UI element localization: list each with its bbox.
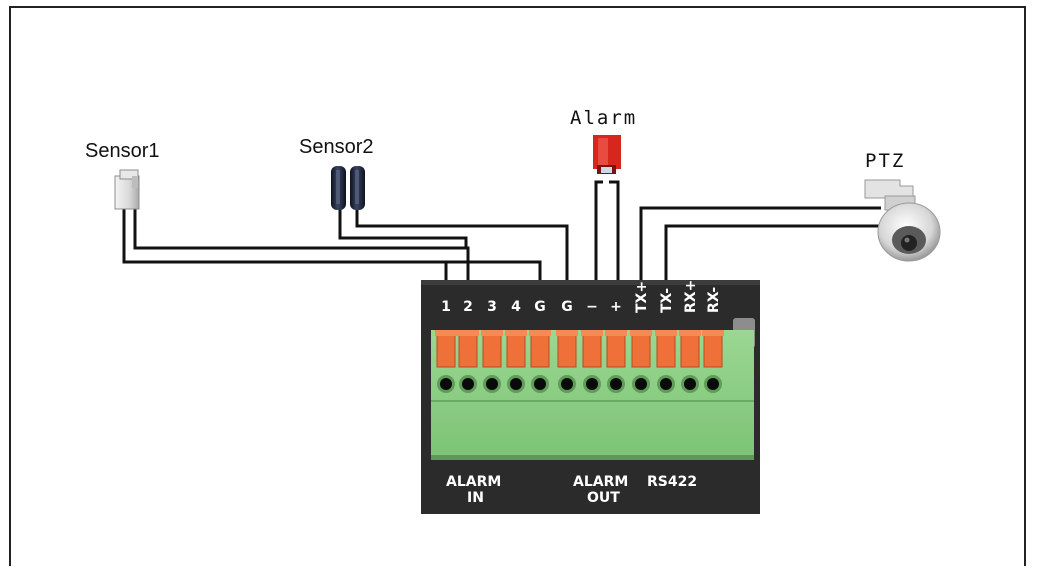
wire-sensor2-b bbox=[355, 208, 569, 296]
alarm-out-label-2: OUT bbox=[587, 490, 620, 506]
terminal-hole bbox=[610, 378, 622, 390]
terminal-lever bbox=[482, 332, 502, 368]
wire-sensor1-b bbox=[133, 205, 470, 296]
terminal-lever-top bbox=[605, 330, 627, 336]
terminal-label: G bbox=[561, 299, 573, 315]
sensor2-label: Sensor2 bbox=[299, 136, 374, 158]
terminal-hole bbox=[486, 378, 498, 390]
terminal-label: 4 bbox=[511, 299, 521, 315]
alarm-label: Alarm bbox=[570, 107, 637, 129]
terminal-lever bbox=[458, 332, 478, 368]
sensor1-device bbox=[114, 169, 140, 210]
terminal-lever bbox=[557, 332, 577, 368]
terminal-hole bbox=[660, 378, 672, 390]
terminal-lever bbox=[530, 332, 550, 368]
wire-sensor1-a bbox=[122, 205, 448, 296]
terminal-label: 1 bbox=[441, 299, 451, 315]
terminal-lever-top bbox=[556, 330, 578, 336]
terminal-hole bbox=[440, 378, 452, 390]
terminal-hole bbox=[635, 378, 647, 390]
terminal-lever bbox=[582, 332, 602, 368]
alarm-siren-icon bbox=[593, 135, 621, 174]
alarm-out-label-1: ALARM bbox=[573, 474, 628, 490]
terminal-hole bbox=[684, 378, 696, 390]
terminal-lever-top bbox=[435, 330, 457, 336]
terminal-lever bbox=[656, 332, 676, 368]
wire-sensor2-a bbox=[338, 208, 468, 248]
terminal-hole bbox=[510, 378, 522, 390]
terminal-lever bbox=[606, 332, 626, 368]
terminal-lever-top bbox=[702, 330, 724, 336]
sensor1-label: Sensor1 bbox=[85, 140, 160, 162]
terminal-screw-holes bbox=[437, 375, 722, 393]
terminal-lever bbox=[703, 332, 723, 368]
terminal-lever-top bbox=[505, 330, 527, 336]
ptz-camera-icon bbox=[864, 179, 941, 262]
terminal-label: − bbox=[586, 299, 598, 315]
terminal-label: 3 bbox=[487, 299, 497, 315]
terminal-lever bbox=[506, 332, 526, 368]
wire-alarm-plus bbox=[609, 180, 620, 292]
terminal-lever bbox=[680, 332, 700, 368]
terminal-lever-top bbox=[630, 330, 652, 336]
alarm-in-label-2: IN bbox=[467, 490, 484, 506]
wires bbox=[122, 180, 883, 296]
terminal-lever-top bbox=[481, 330, 503, 336]
terminal-hole bbox=[462, 378, 474, 390]
ptz-label: PTZ bbox=[865, 150, 905, 172]
terminal-hole bbox=[561, 378, 573, 390]
terminal-lever-top bbox=[679, 330, 701, 336]
terminal-lever-top bbox=[457, 330, 479, 336]
diagram-frame bbox=[9, 6, 1026, 566]
alarm-in-label-1: ALARM bbox=[446, 474, 501, 490]
wire-ptz-txplus bbox=[639, 206, 881, 290]
wire-ptz-txminus bbox=[664, 224, 883, 290]
terminal-lever-top bbox=[581, 330, 603, 336]
terminal-label: TX+ bbox=[634, 281, 650, 313]
sensor2-device bbox=[331, 166, 365, 210]
terminal-lever-top bbox=[655, 330, 677, 336]
rs422-label: RS422 bbox=[647, 474, 697, 490]
wire-alarm-minus bbox=[594, 180, 603, 292]
terminal-hole bbox=[707, 378, 719, 390]
terminal-hole bbox=[586, 378, 598, 390]
terminal-lever-top bbox=[529, 330, 551, 336]
terminal-label: TX- bbox=[659, 288, 675, 313]
terminal-label: 2 bbox=[463, 299, 473, 315]
terminal-label: G bbox=[534, 299, 546, 315]
terminal-hole bbox=[534, 378, 546, 390]
terminal-label: RX- bbox=[706, 287, 722, 313]
terminal-label: + bbox=[610, 299, 622, 315]
terminal-label: RX+ bbox=[683, 280, 699, 313]
terminal-levers bbox=[435, 330, 724, 368]
terminal-lever bbox=[436, 332, 456, 368]
terminal-lever bbox=[631, 332, 651, 368]
